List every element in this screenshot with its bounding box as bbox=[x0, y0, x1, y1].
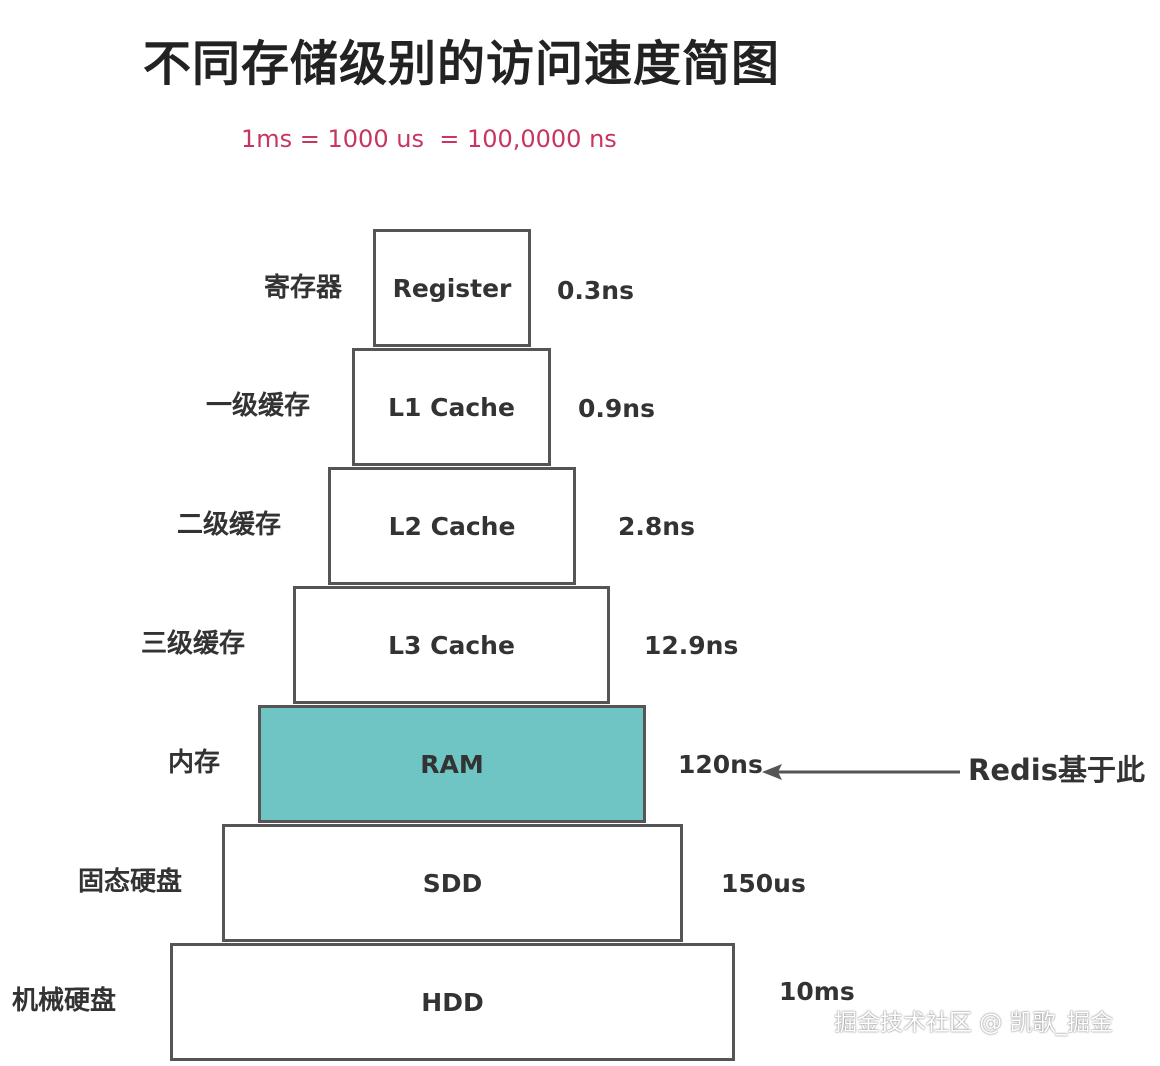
level-en-label: L2 Cache bbox=[388, 511, 516, 541]
level-speed-l2: 2.8ns bbox=[618, 512, 695, 541]
level-speed-ssd: 150us bbox=[721, 869, 806, 898]
level-en-label: L1 Cache bbox=[388, 392, 515, 422]
level-speed-hdd: 10ms bbox=[779, 977, 855, 1006]
level-box-hdd: HDD bbox=[170, 943, 735, 1061]
level-speed-register: 0.3ns bbox=[557, 276, 634, 305]
level-speed-l1: 0.9ns bbox=[578, 394, 655, 423]
diagram-title: 不同存储级别的访问速度简图 bbox=[143, 36, 781, 92]
level-box-l2: L2 Cache bbox=[328, 467, 576, 585]
level-cn-label-l1: 一级缓存 bbox=[206, 391, 311, 421]
arrow-left-icon bbox=[762, 764, 960, 780]
level-speed-ram: 120ns bbox=[678, 750, 763, 779]
watermark: 掘金技术社区 @ 凯歌_掘金 bbox=[834, 1010, 1114, 1036]
level-cn-label-ram: 内存 bbox=[168, 748, 221, 778]
unit-conversion: 1ms = 1000 us = 100,0000 ns bbox=[241, 125, 617, 153]
level-box-l3: L3 Cache bbox=[293, 586, 610, 704]
level-box-register: Register bbox=[373, 229, 531, 347]
redis-note: Redis基于此 bbox=[968, 753, 1145, 787]
level-en-label: L3 Cache bbox=[388, 630, 515, 660]
level-en-label: SDD bbox=[422, 868, 483, 898]
level-en-label: RAM bbox=[420, 749, 484, 779]
level-cn-label-l2: 二级缓存 bbox=[177, 510, 282, 540]
level-cn-label-hdd: 机械硬盘 bbox=[12, 986, 117, 1016]
level-box-l1: L1 Cache bbox=[352, 348, 551, 466]
level-box-ram: RAM bbox=[258, 705, 646, 823]
level-en-label: HDD bbox=[421, 987, 484, 1017]
level-cn-label-l3: 三级缓存 bbox=[141, 629, 246, 659]
level-cn-label-ssd: 固态硬盘 bbox=[78, 867, 183, 897]
level-box-ssd: SDD bbox=[222, 824, 683, 942]
level-cn-label-register: 寄存器 bbox=[264, 273, 343, 303]
level-en-label: Register bbox=[392, 273, 512, 303]
level-speed-l3: 12.9ns bbox=[644, 631, 739, 660]
